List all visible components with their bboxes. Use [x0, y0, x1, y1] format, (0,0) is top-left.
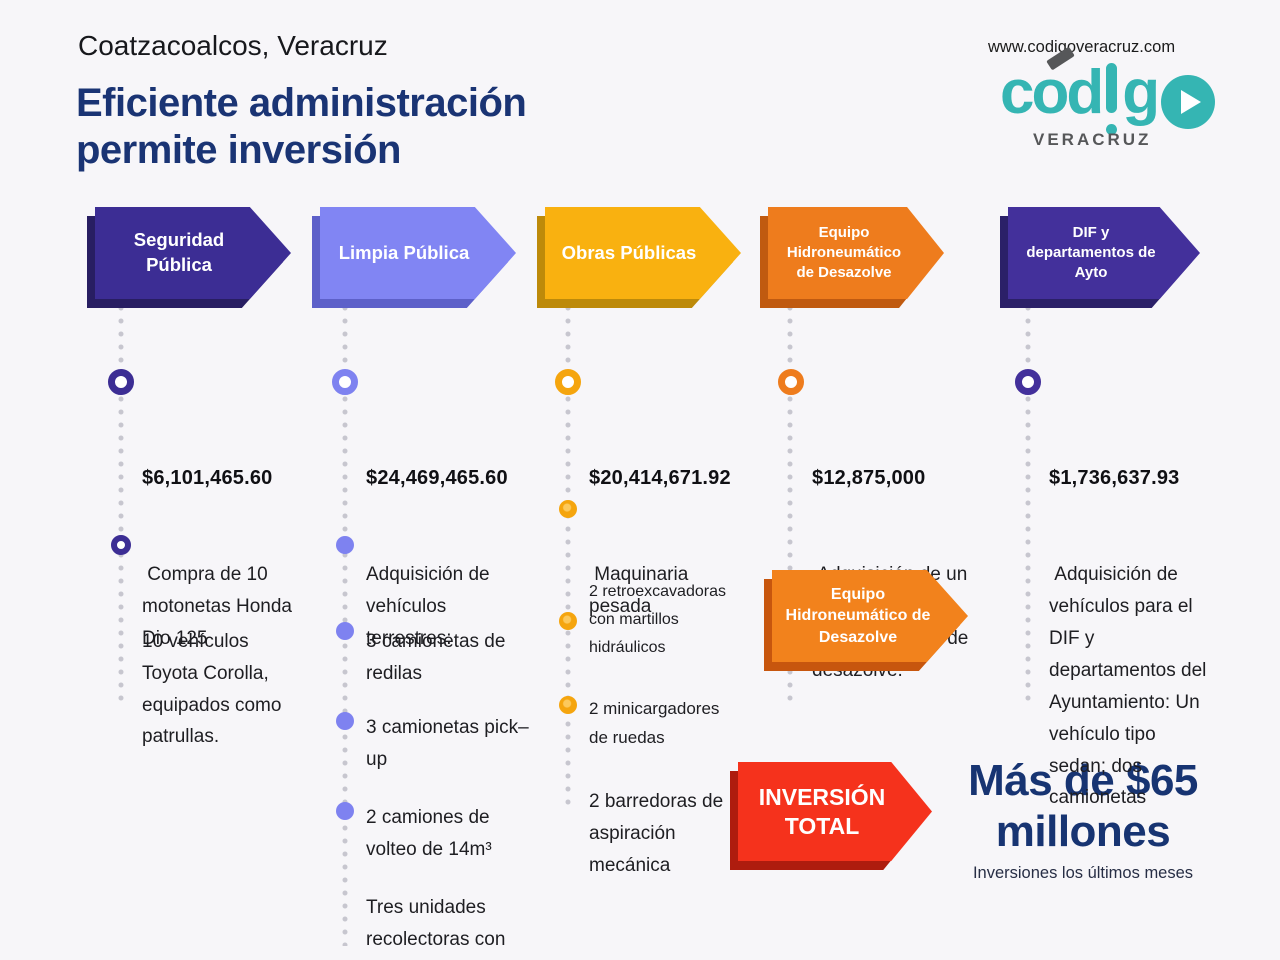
item-amount: $1,736,637.93	[1049, 466, 1180, 489]
header-arrow-hidroneumatico: Equipo Hidroneumático de Desazolve	[760, 207, 944, 308]
bullet-dot-icon	[559, 500, 577, 518]
list-item: $24,469,465.60 Adquisición de vehículos …	[332, 366, 566, 719]
total-line1: Más de $65	[968, 756, 1198, 805]
header-arrow-limpia: Limpia Pública	[312, 207, 516, 308]
arrow-label: INVERSIÓN TOTAL	[738, 762, 932, 861]
list-item: $20,414,671.92 Maquinaria pesada	[555, 366, 799, 687]
total-line2: millones	[995, 806, 1171, 856]
play-icon	[1161, 75, 1216, 129]
item-text: Adquisición de vehículos para el DIF y d…	[1049, 564, 1211, 809]
item-text: 10 vehículos Toyota Corolla, equipados c…	[142, 630, 287, 748]
bullet-dot-icon	[336, 802, 354, 820]
header-arrow-seguridad: Seguridad Pública	[87, 207, 291, 308]
arrow-label: DIF y departamentos de Ayto	[1008, 207, 1200, 299]
badge-arrow-hidroneumatico: Equipo Hidroneumático de Desazolve	[764, 570, 968, 671]
item-text: Maquinaria pesada	[589, 564, 694, 618]
timeline-dots-col3	[565, 240, 571, 805]
item-amount: $24,469,465.60	[366, 466, 508, 489]
item-amount: $12,875,000	[812, 466, 926, 489]
item-amount: $20,414,671.92	[589, 466, 731, 489]
item-amount: $6,101,465.60	[142, 466, 273, 489]
header-arrow-dif: DIF y departamentos de Ayto	[1000, 207, 1200, 308]
header-arrow-obras: Obras Públicas	[537, 207, 741, 308]
item-text: Compra de 10 motonetas Honda Dio 125	[142, 564, 298, 649]
timeline-dots-col1	[118, 240, 124, 708]
arrow-label: Limpia Pública	[320, 207, 516, 299]
list-item: 2 minicargadores de ruedas	[555, 606, 789, 811]
bullet-dot-icon	[559, 696, 577, 714]
list-item: $6,101,465.60 Compra de 10 motonetas Hon…	[108, 366, 332, 719]
total-amount: Más de $65 millones	[953, 756, 1213, 857]
logo-letter: d	[1066, 58, 1104, 127]
arrow-label: Obras Públicas	[545, 207, 741, 299]
list-item: 2 camiones de volteo de 14m³	[332, 706, 566, 929]
timeline-dots-col5	[1025, 240, 1031, 708]
bullet-ring-icon	[108, 369, 134, 395]
logo-letter: c	[1000, 58, 1035, 127]
location-subtitle: Coatzacoalcos, Veracruz	[78, 30, 388, 61]
badge-inversion-total: INVERSIÓN TOTAL	[730, 762, 932, 870]
list-item: 2 retroexcavadoras con martillos hidrául…	[555, 494, 789, 718]
item-text: 3 camionetas de redilas	[366, 630, 511, 684]
list-item: 10 vehículos Toyota Corolla, equipados c…	[108, 530, 342, 817]
list-item: 3 camionetas pick–up	[332, 616, 566, 839]
logo-letter-o-accent: o	[1031, 58, 1069, 127]
bullet-dot-icon	[559, 612, 577, 630]
list-item: 3 camionetas de redilas	[332, 530, 566, 753]
bullet-ring-icon	[778, 369, 804, 395]
bullet-dot-icon	[336, 536, 354, 554]
timeline-dots-col4	[787, 240, 793, 702]
item-text: 2 retroexcavadoras con martillos hidrául…	[589, 583, 731, 656]
list-item: $1,736,637.93 Adquisición de vehículos p…	[1015, 366, 1279, 878]
list-item: $12,875,000 Adquisición de un equipo hid…	[778, 366, 1022, 751]
logo-letter: g	[1122, 58, 1160, 127]
bullet-ring-icon	[1015, 369, 1041, 395]
bullet-ring-icon	[555, 369, 581, 395]
item-text: 2 minicargadores de ruedas	[589, 698, 725, 747]
item-text: Adquisición de vehículos terrestres:	[366, 564, 495, 649]
logo-inverted-i	[1103, 62, 1120, 135]
bullet-dot-icon	[336, 712, 354, 730]
logo-veracruz-label: VERACRUZ	[1033, 130, 1152, 149]
page-title: Eficiente administración permite inversi…	[76, 81, 527, 173]
arrow-label: Equipo Hidroneumático de Desazolve	[772, 570, 968, 662]
item-text: 2 barredoras de aspiración mecánica	[589, 790, 729, 876]
bullet-ring-icon	[332, 369, 358, 395]
bullet-ring-icon	[111, 535, 131, 555]
total-caption: Inversiones los últimos meses	[972, 864, 1194, 882]
bullet-dot-icon	[336, 622, 354, 640]
item-text: 3 camionetas pick–up	[366, 716, 529, 770]
list-item: Tres unidades recolectoras con caja comp…	[332, 796, 596, 960]
website-url: www.codigoveracruz.com	[988, 38, 1176, 56]
arrow-label: Seguridad Pública	[95, 207, 291, 299]
item-text: Tres unidades recolectoras con caja comp…	[366, 896, 506, 950]
arrow-label: Equipo Hidroneumático de Desazolve	[768, 207, 944, 299]
item-text: 2 camiones de volteo de 14m³	[366, 806, 495, 860]
timeline-dots-col2	[342, 240, 348, 946]
list-item: 2 barredoras de aspiración mecánica	[555, 690, 789, 945]
